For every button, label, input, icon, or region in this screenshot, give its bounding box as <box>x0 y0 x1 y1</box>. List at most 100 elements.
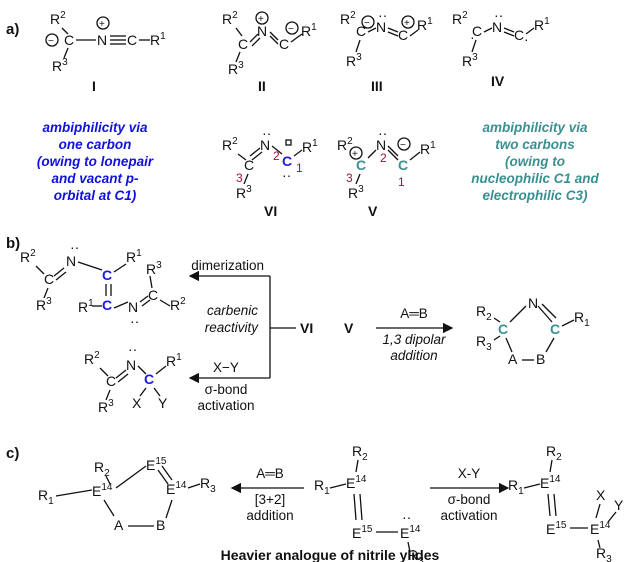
reactivity-label: reactivity <box>205 320 260 335</box>
svg-text:2: 2 <box>380 151 387 165</box>
svg-text:R2: R2 <box>452 10 468 27</box>
svg-text:1: 1 <box>398 175 405 189</box>
svg-text:E15: E15 <box>352 524 373 541</box>
svg-text:C: C <box>550 321 560 337</box>
svg-text:R2: R2 <box>340 10 356 27</box>
svg-text:one carbon: one carbon <box>59 137 132 152</box>
svg-text:(owing to lonepair: (owing to lonepair <box>37 154 154 169</box>
svg-text:R1: R1 <box>302 138 318 155</box>
dipolar-label-2: addition <box>390 348 437 363</box>
svg-text:C: C <box>356 23 366 39</box>
svg-text:··: ·· <box>378 125 387 141</box>
heavy-nitrile-ylide: R2 R1 E14 E15 ·· E14 R3 <box>314 443 424 562</box>
panel-label-b: b) <box>6 235 20 252</box>
cycloadduct-b: R2 N C C R1 R3 A B <box>476 295 590 367</box>
figure-caption: Heavier analogue of nitrile ylides <box>221 547 440 562</box>
svg-text:C: C <box>144 371 154 387</box>
svg-text:R1: R1 <box>508 477 524 497</box>
svg-text:R1: R1 <box>417 16 433 33</box>
svg-text:C: C <box>398 27 408 43</box>
svg-text:C: C <box>244 157 254 173</box>
svg-text:B: B <box>156 517 165 533</box>
svg-text:R1: R1 <box>150 31 166 48</box>
svg-text:N: N <box>257 23 267 39</box>
svg-text:N: N <box>376 19 386 35</box>
svg-text:3: 3 <box>346 171 353 185</box>
svg-text:C: C <box>472 23 482 39</box>
svg-text:N: N <box>528 295 538 311</box>
svg-text:R3: R3 <box>36 296 52 313</box>
svg-text:E14: E14 <box>166 480 187 497</box>
activation-label-b: activation <box>197 398 254 413</box>
svg-text:··: ·· <box>282 167 291 183</box>
svg-text:··: ·· <box>494 7 503 23</box>
panel-label-c: c) <box>6 445 19 462</box>
svg-text:R2: R2 <box>20 248 36 265</box>
svg-text:C: C <box>356 157 366 173</box>
svg-text:C: C <box>282 153 292 169</box>
svg-text:−: − <box>400 140 406 151</box>
label-I: I <box>92 78 96 94</box>
svg-text:−: − <box>364 18 370 29</box>
svg-text:B: B <box>536 351 545 367</box>
svg-text:3: 3 <box>236 171 243 185</box>
svg-text:··: ·· <box>70 239 79 255</box>
svg-text:C: C <box>127 32 137 48</box>
svg-text:R3: R3 <box>462 52 478 69</box>
svg-text:R1: R1 <box>38 487 54 507</box>
svg-text:R2: R2 <box>170 296 186 313</box>
ab-label-b: A═B <box>400 306 428 321</box>
svg-text:A: A <box>114 517 124 533</box>
svg-text:+: + <box>404 18 410 29</box>
ab-label-c: A═B <box>256 466 284 481</box>
label-III: III <box>371 78 383 94</box>
svg-text:··: ·· <box>262 125 271 141</box>
text-ambiphilicity-two-carbons: ambiphilicity via two carbons (owing to … <box>471 120 599 203</box>
svg-text:··: ·· <box>128 341 137 357</box>
svg-text:and vacant p-: and vacant p- <box>51 171 139 186</box>
svg-text:R3: R3 <box>98 398 114 415</box>
svg-text:C: C <box>102 267 112 283</box>
structure-I: R2 − C + N C R1 R3 I <box>45 10 166 94</box>
svg-text:−: − <box>288 24 294 35</box>
sigma-activation-product: R2 C ·· N C R1 X Y R3 <box>84 341 182 415</box>
svg-text:+: + <box>258 14 264 25</box>
svg-text:·: · <box>524 31 529 47</box>
svg-text:R2: R2 <box>94 459 110 479</box>
svg-text:C: C <box>102 297 112 313</box>
reagent-V: V <box>344 320 354 336</box>
svg-text:E14: E14 <box>92 482 113 499</box>
svg-text:R1: R1 <box>574 309 590 329</box>
svg-text:R2: R2 <box>546 443 562 463</box>
cycloadduct-c: R2 E15 R1 E14 E14 R3 A B <box>38 456 216 533</box>
svg-text:Y: Y <box>158 395 168 411</box>
panel-label-a: a) <box>6 21 19 38</box>
svg-text:1: 1 <box>296 161 303 175</box>
text-ambiphilicity-one-carbon: ambiphilicity via one carbon (owing to l… <box>37 120 154 203</box>
structure-II: R2 C + N − C R1 R3 II <box>222 10 317 94</box>
svg-text:E14: E14 <box>540 474 561 491</box>
label-V: V <box>368 203 378 219</box>
sigma-product-c: R2 R1 E14 E15 E14 X Y R3 <box>508 443 624 562</box>
svg-text:C: C <box>498 321 508 337</box>
svg-text:ambiphilicity via: ambiphilicity via <box>42 120 148 135</box>
branch-arrows <box>188 270 296 384</box>
svg-text:C: C <box>279 36 289 52</box>
svg-text:·: · <box>470 29 475 45</box>
svg-text:R1: R1 <box>78 298 94 315</box>
sigma-bond-label-c: σ-bond <box>448 492 491 507</box>
svg-text:E14: E14 <box>590 520 611 537</box>
svg-text:··: ·· <box>402 509 411 525</box>
svg-text:C: C <box>398 157 408 173</box>
label-II: II <box>258 78 266 94</box>
svg-text:C: C <box>44 271 54 287</box>
svg-text:+: + <box>99 19 105 30</box>
svg-text:X: X <box>132 395 142 411</box>
svg-text:R3: R3 <box>348 184 364 201</box>
svg-text:R2: R2 <box>222 136 238 153</box>
addition-label-c: addition <box>246 508 293 523</box>
svg-text:nucleophilic C1 and: nucleophilic C1 and <box>471 171 599 186</box>
svg-text:R3: R3 <box>228 60 244 77</box>
